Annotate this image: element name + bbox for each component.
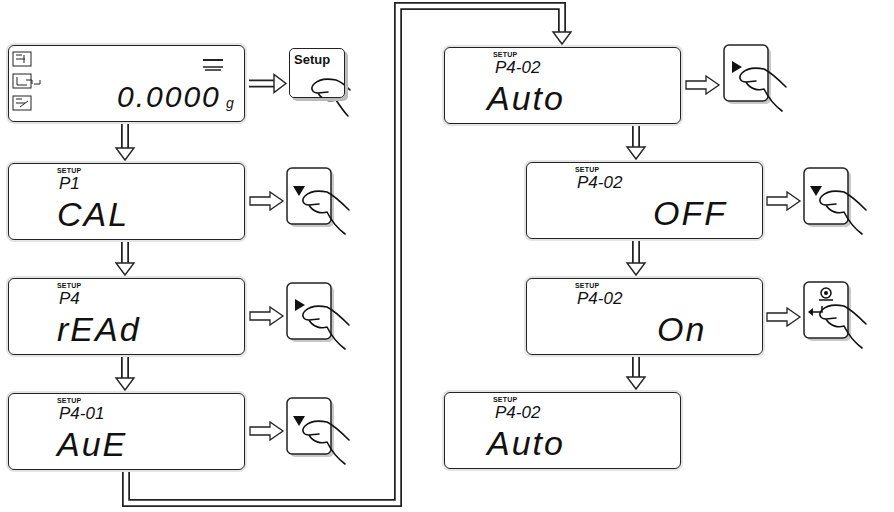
arrow-shaft [249, 80, 275, 88]
arrow-head [627, 263, 645, 275]
mode-indicator: SETUP [57, 397, 81, 404]
lcd-display: 0.0000 g [8, 45, 245, 122]
mode-indicator: SETUP [493, 396, 517, 403]
flow-arrow [627, 126, 645, 159]
down-button [287, 168, 349, 234]
arrow-head [274, 75, 286, 93]
parameter-code: P4-02 [577, 174, 622, 191]
right-button [287, 283, 349, 349]
button-label: Setup [294, 53, 330, 66]
display-value: Auto [487, 81, 565, 115]
display-value: Auto [487, 426, 565, 460]
arrow-shaft [632, 126, 640, 148]
arrow-shaft-inner [249, 81, 275, 86]
arrow-shaft-inner [123, 357, 128, 379]
arrow-shaft-inner [634, 241, 639, 264]
lcd-display: SETUPP1CAL [8, 163, 245, 240]
lcd-display: SETUPP4-01AuE [8, 393, 245, 470]
arrow-head [627, 377, 645, 389]
mode-indicator: SETUP [57, 167, 81, 174]
arrow-head [116, 378, 134, 390]
parameter-code: P4-01 [59, 405, 104, 422]
parameter-code: P4 [59, 290, 80, 307]
mode-indicator: SETUP [575, 166, 599, 173]
enter-button [804, 282, 866, 348]
arrow-head [553, 32, 571, 44]
display-value: AuE [57, 427, 127, 461]
flow-arrow [627, 357, 645, 389]
hollow-arrow [250, 76, 800, 440]
arrow-shaft [121, 357, 129, 379]
display-value: 0.0000 [117, 82, 221, 112]
flow-arrow [126, 6, 571, 503]
arrow-shaft [121, 242, 129, 264]
display-value: On [657, 312, 706, 346]
arrow-shaft-inner [634, 357, 639, 378]
arrow-head [116, 263, 134, 275]
down-button [287, 398, 349, 464]
parameter-code: P4-02 [495, 404, 540, 421]
display-value: CAL [57, 197, 129, 231]
mode-indicator: SETUP [57, 282, 81, 289]
arrow-shaft [632, 241, 640, 264]
arrow-head [116, 148, 134, 160]
flow-arrow [249, 75, 286, 93]
setup-button: Setup [289, 48, 345, 98]
right-button [724, 45, 786, 111]
flow-arrow [116, 124, 134, 160]
parameter-code: P1 [59, 175, 80, 192]
display-value: rEAd [57, 312, 141, 346]
arrow-shaft-inner [123, 242, 128, 264]
parameter-code: g [226, 96, 234, 110]
arrow-shaft [632, 357, 640, 378]
mode-indicator: SETUP [575, 282, 599, 289]
lcd-display: SETUPP4-02Auto [444, 392, 681, 469]
flow-arrow [116, 242, 134, 275]
lcd-display: SETUPP4-02Auto [444, 47, 681, 124]
down-button [804, 168, 866, 234]
lcd-display: SETUPP4-02On [526, 278, 763, 355]
arrow-head [627, 147, 645, 159]
flow-arrow [116, 357, 134, 390]
lcd-display: SETUPP4 rEAd [8, 278, 245, 355]
mode-indicator: SETUP [493, 51, 517, 58]
lcd-display: SETUPP4-02OFF [526, 162, 763, 239]
arrow-shaft-inner [634, 126, 639, 148]
display-value: OFF [653, 196, 727, 230]
parameter-code: P4-02 [577, 290, 622, 307]
arrow-shaft [121, 124, 129, 149]
arrow-shaft-inner [123, 124, 128, 149]
parameter-code: P4-02 [495, 59, 540, 76]
flow-arrow [627, 241, 645, 275]
